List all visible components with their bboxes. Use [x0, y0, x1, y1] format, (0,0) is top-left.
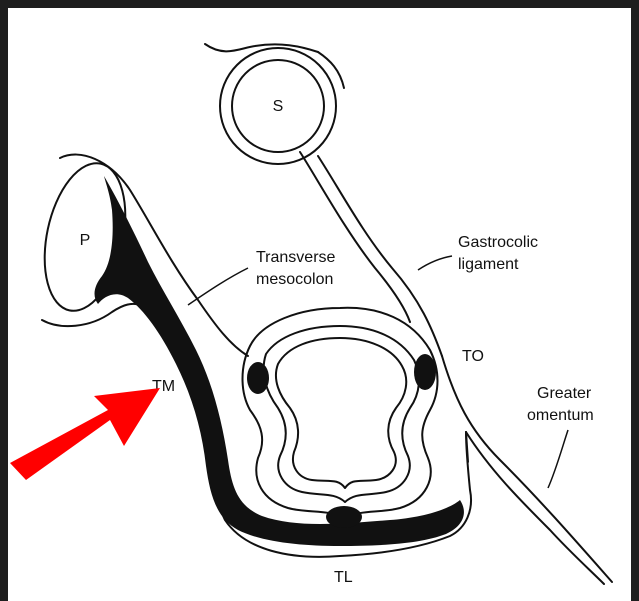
to-label: TO [462, 348, 484, 365]
gastrocolic-label-line1: Gastrocolic [458, 234, 538, 251]
gastrocolic-label-line2: ligament [458, 256, 519, 273]
pancreas-label: P [80, 232, 91, 249]
greater-omentum-label-line2: omentum [527, 407, 594, 424]
stomach-label: S [273, 98, 284, 115]
tl-label: TL [334, 569, 353, 586]
transverse-mesocolon-label-line1: Transverse [256, 249, 336, 266]
colon-nodule-bottom [326, 506, 362, 528]
mesocolon-nodule-left [247, 362, 269, 394]
greater-omentum-label-line1: Greater [537, 385, 592, 402]
omentum-nodule-right [414, 354, 436, 390]
transverse-mesocolon-label-line2: mesocolon [256, 271, 333, 288]
